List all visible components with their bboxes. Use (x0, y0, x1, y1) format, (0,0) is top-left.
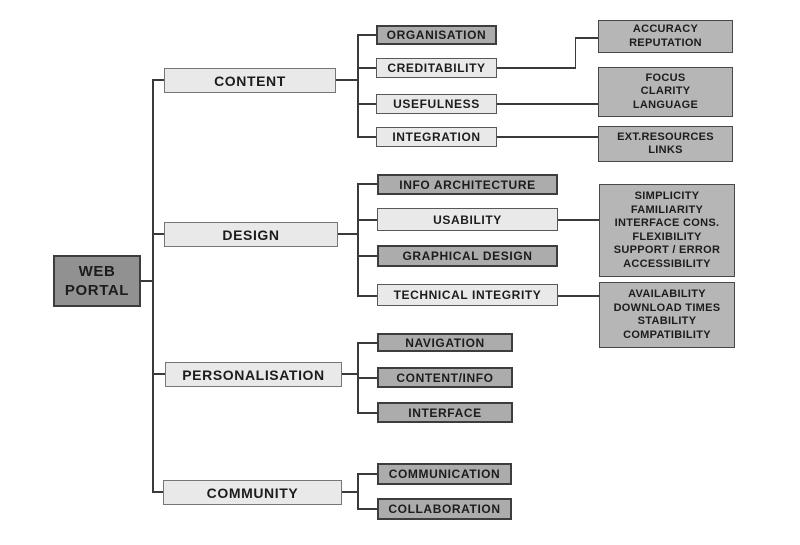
connector-integration-leaf (497, 136, 598, 138)
node-usability-details: SIMPLICITY FAMILIARITY INTERFACE CONS. F… (599, 184, 735, 277)
node-creditability: CREDITABILITY (376, 58, 497, 78)
connector-main-spine (152, 79, 154, 493)
connector-content-out (336, 79, 358, 81)
connector-root-to-spine (141, 280, 153, 282)
node-label: INTERFACE (408, 405, 482, 420)
connector-stub-info-architecture (357, 183, 377, 185)
node-design: DESIGN (164, 222, 338, 247)
node-label: AVAILABILITY DOWNLOAD TIMES STABILITY CO… (613, 288, 721, 341)
node-usefulness-details: FOCUS CLARITY LANGUAGE (598, 67, 733, 117)
connector-stub-usefulness (357, 103, 376, 105)
node-label: USEFULNESS (393, 97, 480, 111)
connector-usability-leaf (558, 219, 599, 221)
node-label: CONTENT/INFO (396, 370, 494, 385)
node-label: ORGANISATION (386, 28, 487, 42)
node-label: TECHNICAL INTEGRITY (393, 288, 542, 302)
connector-creditability-elbow-h1 (497, 67, 576, 69)
node-label: WEB PORTAL (64, 262, 130, 300)
connector-creditability-elbow-h2 (574, 37, 599, 39)
node-label: INTEGRATION (392, 130, 481, 144)
connector-community-spine (357, 473, 359, 510)
connector-stub-graphical-design (357, 255, 377, 257)
connector-stub-community (152, 491, 164, 493)
connector-stub-communication (357, 473, 377, 475)
connector-stub-collaboration (357, 508, 377, 510)
connector-stub-usability (357, 219, 377, 221)
connector-stub-personalisation (152, 373, 166, 375)
connector-personalisation-out (342, 373, 358, 375)
node-integration: INTEGRATION (376, 127, 497, 147)
node-label: FOCUS CLARITY LANGUAGE (632, 71, 699, 111)
node-label: GRAPHICAL DESIGN (402, 249, 533, 263)
node-label: COMMUNITY (206, 484, 299, 501)
connector-stub-design (152, 233, 165, 235)
connector-creditability-elbow-v (574, 37, 576, 68)
node-navigation: NAVIGATION (377, 333, 513, 352)
node-communication: COMMUNICATION (377, 463, 512, 485)
connector-design-spine (357, 183, 359, 297)
connector-stub-navigation (357, 342, 377, 344)
node-label: CONTENT (214, 72, 286, 89)
node-collaboration: COLLABORATION (377, 498, 512, 520)
node-label: USABILITY (433, 212, 502, 227)
node-label: NAVIGATION (405, 335, 485, 350)
connector-community-out (342, 491, 358, 493)
connector-stub-content-info (357, 377, 377, 379)
node-label: SIMPLICITY FAMILIARITY INTERFACE CONS. F… (613, 190, 721, 270)
node-label: COLLABORATION (388, 502, 501, 516)
node-content-info: CONTENT/INFO (377, 367, 513, 388)
connector-stub-integration (357, 136, 376, 138)
node-label: DESIGN (222, 226, 280, 243)
node-label: ACCURACY REPUTATION (629, 23, 702, 49)
node-interface: INTERFACE (377, 402, 513, 423)
node-label: CREDITABILITY (387, 61, 486, 75)
connector-usefulness-leaf (497, 103, 598, 105)
node-content: CONTENT (164, 68, 336, 93)
node-info-architecture: INFO ARCHITECTURE (377, 174, 558, 195)
connector-stub-creditability (357, 67, 376, 69)
node-label: COMMUNICATION (388, 467, 501, 481)
node-technical-integrity-details: AVAILABILITY DOWNLOAD TIMES STABILITY CO… (599, 282, 735, 348)
node-web-portal: WEB PORTAL (53, 255, 141, 307)
node-usefulness: USEFULNESS (376, 94, 497, 114)
connector-stub-content (152, 79, 165, 81)
connector-stub-interface (357, 412, 377, 414)
node-label: EXT.RESOURCES LINKS (617, 130, 714, 157)
node-community: COMMUNITY (163, 480, 342, 505)
connector-design-out (338, 233, 358, 235)
node-integration-details: EXT.RESOURCES LINKS (598, 126, 733, 162)
node-label: PERSONALISATION (182, 366, 325, 383)
node-creditability-details: ACCURACY REPUTATION (598, 20, 733, 53)
node-organisation: ORGANISATION (376, 25, 497, 45)
connector-content-spine (357, 34, 359, 138)
node-graphical-design: GRAPHICAL DESIGN (377, 245, 558, 267)
node-usability: USABILITY (377, 208, 558, 231)
connector-technical-integrity-leaf (558, 295, 599, 297)
connector-stub-technical-integrity (357, 295, 377, 297)
node-technical-integrity: TECHNICAL INTEGRITY (377, 284, 558, 306)
node-personalisation: PERSONALISATION (165, 362, 342, 387)
node-label: INFO ARCHITECTURE (399, 177, 536, 192)
connector-stub-organisation (357, 34, 376, 36)
